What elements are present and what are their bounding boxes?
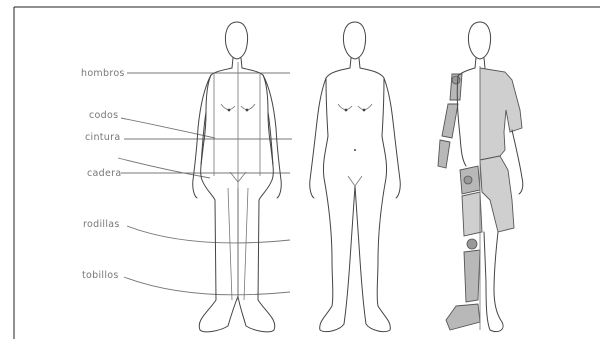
chest-detail (338, 104, 372, 110)
label-rodillas: rodillas (83, 219, 120, 230)
robot-thigh (462, 192, 482, 236)
label-tobillos: tobillos (82, 270, 119, 281)
left-side-outline (310, 58, 351, 198)
robot-shoulder-joint (452, 76, 460, 84)
right-body-outline (355, 78, 390, 332)
chest-point-left (345, 109, 348, 112)
right-arm-outline (512, 130, 523, 194)
robot-hip-joint (464, 176, 472, 184)
left-leg-line (228, 188, 232, 300)
chest-point-left (228, 109, 231, 112)
figure-outline (310, 22, 401, 332)
chest-point-right (363, 109, 366, 112)
guide-line-codos (121, 118, 215, 138)
guide-line-cadera-upper (118, 158, 210, 178)
label-codos: codos (89, 110, 118, 121)
robot-foot (446, 304, 480, 330)
robot-forearm (442, 104, 458, 138)
left-body-outline (320, 78, 355, 332)
guide-lines (118, 73, 292, 295)
body-left-outline (199, 68, 238, 332)
robot-knee-joint (467, 239, 477, 249)
robot-hand (438, 140, 450, 168)
head-outline (225, 22, 247, 59)
body-right-outline (238, 68, 275, 332)
head-outline (468, 22, 490, 59)
label-cadera: cadera (87, 168, 121, 179)
head-outline (343, 22, 365, 59)
chest-point-right (246, 109, 249, 112)
robot-shin (464, 250, 480, 302)
right-leg-line (244, 188, 248, 300)
navel-point (354, 149, 356, 151)
figure-dressed (438, 22, 523, 332)
proportion-labels: hombros codos cintura cadera rodillas to… (81, 68, 125, 281)
guide-line-tobillos (124, 277, 290, 295)
shorts-shape (480, 156, 514, 232)
right-side-outline (359, 58, 400, 198)
label-hombros: hombros (81, 68, 125, 79)
right-leg-outline (484, 232, 503, 332)
pelvis-detail (348, 176, 362, 186)
guide-line-rodillas (127, 226, 290, 243)
label-cintura: cintura (85, 132, 120, 143)
